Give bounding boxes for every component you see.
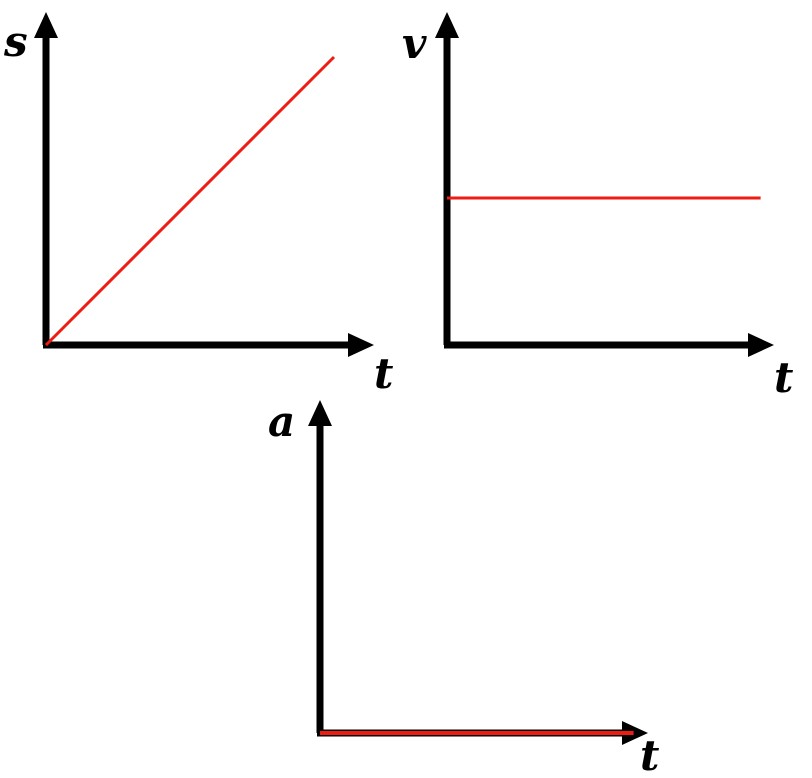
y-axis-arrowhead: [308, 400, 332, 426]
x-axis-label: t: [374, 349, 393, 398]
x-axis-arrowhead: [622, 721, 648, 745]
y-axis-label: v: [402, 19, 427, 68]
y-axis-label: a: [268, 397, 295, 446]
acceleration-time-graph: a t: [268, 397, 659, 778]
y-axis-label: s: [3, 17, 28, 66]
x-axis-label: t: [774, 353, 793, 402]
y-axis-arrowhead: [435, 12, 459, 38]
series-line: [44, 55, 336, 347]
y-axis-arrowhead: [34, 12, 58, 38]
x-axis-label: t: [640, 731, 659, 778]
velocity-time-graph: v t: [402, 12, 793, 402]
x-axis-arrowhead: [348, 333, 374, 357]
position-time-graph: s t: [3, 12, 393, 398]
x-axis-arrowhead: [748, 333, 774, 357]
